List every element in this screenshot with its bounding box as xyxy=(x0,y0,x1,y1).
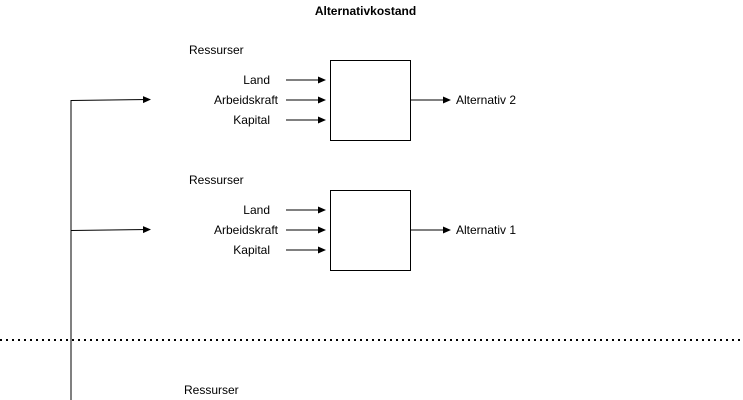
resources-label-3: Ressurser xyxy=(184,383,239,397)
process-box-2 xyxy=(330,190,411,271)
output-label-1: Alternativ 2 xyxy=(456,93,517,107)
input-label-land-1: Land xyxy=(243,73,270,87)
resources-label-2: Ressurser xyxy=(189,173,244,187)
diagram-title: Alternativkostand xyxy=(314,4,417,18)
input-label-land-2: Land xyxy=(243,203,270,217)
input-label-arbeidskraft-1: Arbeidskraft xyxy=(213,93,278,107)
branch-arrow-2 xyxy=(70,226,151,234)
branch-arrow-1 xyxy=(70,96,151,104)
output-label-2: Alternativ 1 xyxy=(456,223,517,237)
resources-label-1: Ressurser xyxy=(189,43,244,57)
input-label-kapital-2: Kapital xyxy=(233,243,270,257)
process-box-1 xyxy=(330,60,411,141)
input-label-arbeidskraft-2: Arbeidskraft xyxy=(213,223,278,237)
input-label-kapital-1: Kapital xyxy=(233,113,270,127)
